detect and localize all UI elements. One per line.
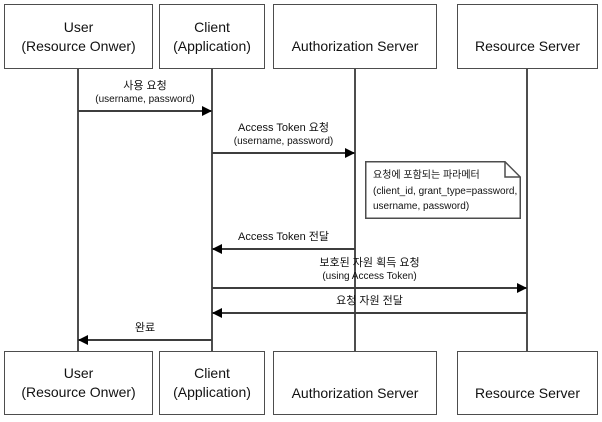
arrowhead-left-icon (212, 308, 222, 318)
actor-name: Authorization Server (291, 384, 419, 401)
message-sublabel: (username, password) (95, 94, 195, 105)
note-line: (client_id, grant_type=password, (373, 185, 518, 197)
arrowhead-right-icon (517, 283, 527, 293)
actor-name: User (63, 365, 94, 381)
message-labels: 완료 (78, 321, 212, 335)
message-line (212, 312, 527, 314)
actor-name: Resource Server (474, 38, 581, 54)
message-label: 사용 요청 (123, 80, 167, 92)
message-label: 완료 (134, 322, 156, 334)
actor-subtitle: (Application) (173, 37, 251, 54)
lifeline-client (211, 69, 213, 351)
actor-bottom-user: User (Resource Onwer) (4, 351, 153, 415)
actor-bottom-authorization-server: Authorization Server (273, 351, 437, 415)
arrowhead-left-icon (78, 335, 88, 345)
note-line: username, password) (373, 201, 470, 212)
actor-top-user: User (Resource Onwer) (4, 4, 153, 69)
message-line (212, 287, 527, 289)
message-sublabel: (username, password) (233, 136, 334, 147)
note-line: 요청에 포함되는 파라메터 (373, 170, 480, 181)
actor-name: Authorization Server (291, 38, 419, 54)
arrowhead-left-icon (212, 244, 222, 254)
actor-subtitle: (Resource Onwer) (21, 37, 136, 54)
message-labels: Access Token 요청 (username, password) (212, 121, 355, 148)
actor-subtitle: (Resource Onwer) (21, 384, 136, 400)
actor-bottom-client: Client (Application) (159, 351, 265, 415)
message-label: 보호된 자원 획득 요청 (319, 257, 420, 269)
message-label: Access Token 요청 (238, 122, 329, 134)
actor-name: Resource Server (474, 384, 581, 401)
lifeline-resource-server (526, 69, 528, 351)
arrowhead-right-icon (202, 106, 212, 116)
note-text: 요청에 포함되는 파라메터 (client_id, grant_type=pas… (373, 168, 517, 215)
message-line (212, 152, 355, 154)
message-labels: 요청 자원 전달 (212, 294, 527, 308)
actor-top-authorization-server: Authorization Server (273, 4, 437, 69)
actor-subtitle: (Application) (173, 384, 251, 400)
message-label: Access Token 전달 (238, 231, 329, 243)
message-line (78, 339, 212, 341)
message-line (78, 110, 212, 112)
actor-name: Client (194, 18, 230, 35)
message-line (212, 248, 355, 250)
lifeline-authorization-server (354, 69, 356, 351)
note-request-parameters: 요청에 포함되는 파라메터 (client_id, grant_type=pas… (365, 161, 521, 219)
arrowhead-right-icon (345, 148, 355, 158)
note-shape (365, 161, 521, 219)
message-labels: 사용 요청 (username, password) (78, 79, 212, 106)
message-sublabel: (using Access Token) (322, 271, 417, 282)
message-labels: 보호된 자원 획득 요청 (using Access Token) (212, 256, 527, 283)
actor-top-resource-server: Resource Server (457, 4, 598, 69)
actor-top-client: Client (Application) (159, 4, 265, 69)
actor-name: User (63, 18, 94, 35)
lifeline-user (77, 69, 79, 351)
message-label: 요청 자원 전달 (336, 295, 403, 307)
actor-bottom-resource-server: Resource Server (457, 351, 598, 415)
message-labels: Access Token 전달 (212, 230, 355, 244)
actor-name: Client (194, 365, 230, 381)
